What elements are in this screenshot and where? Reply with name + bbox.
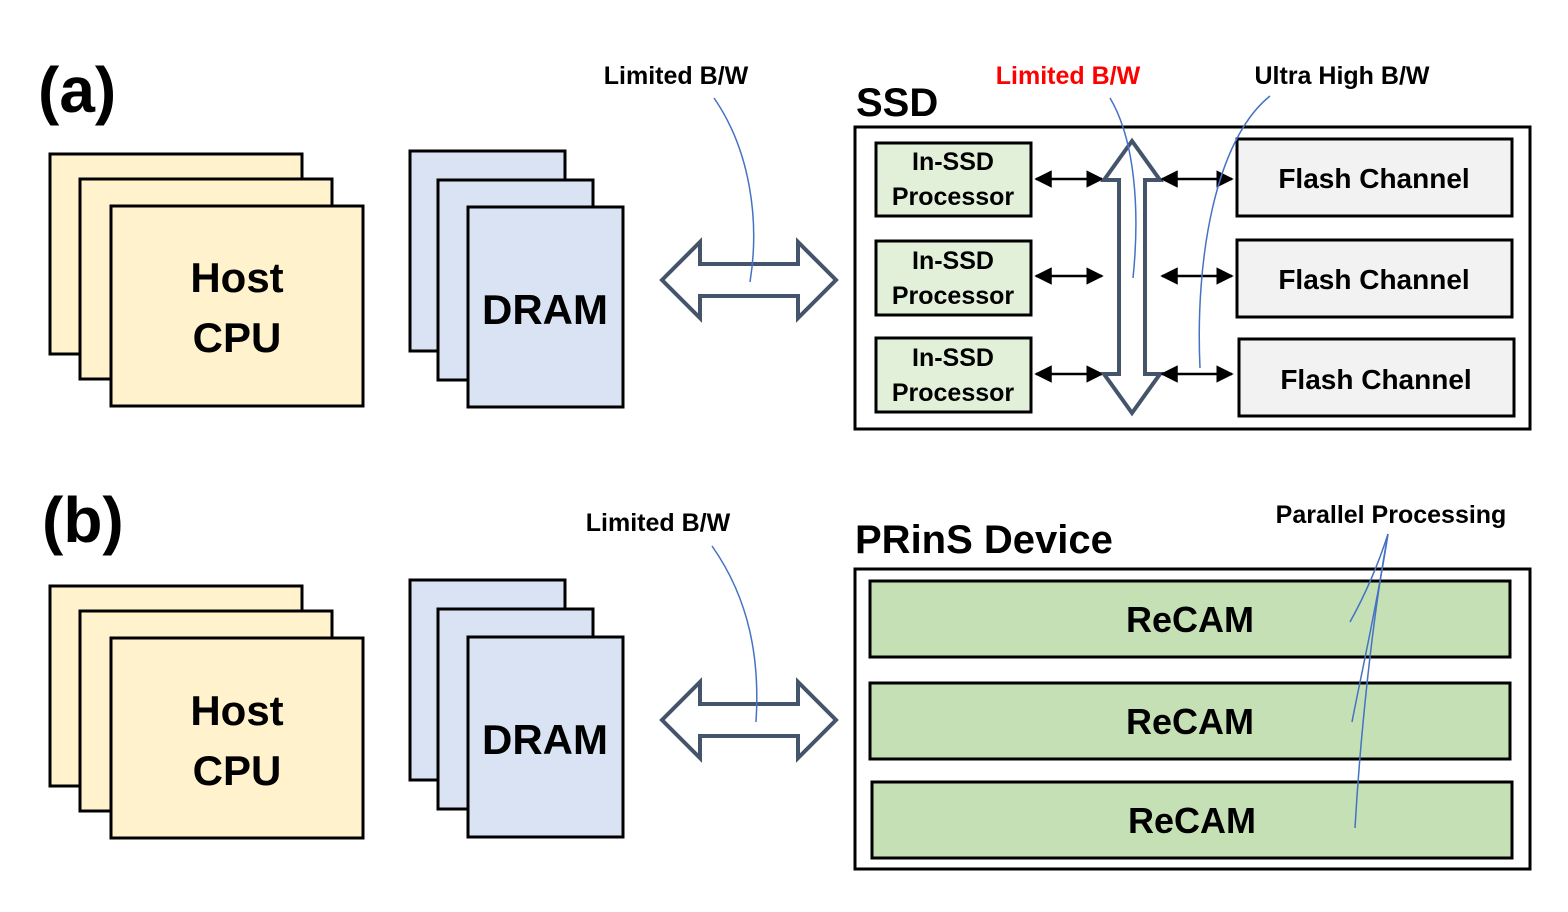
in-ssd-processor-label-line2: Processor <box>892 379 1015 407</box>
recam-label: ReCAM <box>1126 701 1254 742</box>
parallel-processing-callout <box>1349 533 1389 623</box>
in-ssd-processor-label-line1: In-SSD <box>912 344 994 372</box>
flash-channel: Flash Channel <box>1235 137 1514 218</box>
recam-box <box>868 579 1512 659</box>
dram-label: DRAM <box>482 286 608 333</box>
dram-label: DRAM <box>482 716 608 763</box>
flash-channel-box <box>1235 238 1514 319</box>
flash-channel-label: Flash Channel <box>1278 163 1469 194</box>
host-ssd-link-label: Limited B/W <box>604 62 749 90</box>
recam-box <box>868 681 1512 761</box>
host-ssd-link-callout <box>713 97 755 283</box>
in-ssd-processor-box <box>874 141 1033 218</box>
recam-box <box>870 780 1514 860</box>
in-ssd-processor: In-SSD Processor <box>874 239 1033 317</box>
host-cpu-layer-front <box>109 204 365 408</box>
dram-layer-front <box>466 205 625 409</box>
flash-channel-label: Flash Channel <box>1280 364 1471 395</box>
host-cpu-label-line1: Host <box>190 254 283 301</box>
panel-b: (b) Host CPU DRAM Limited B/W PRinS Devi… <box>42 484 1532 871</box>
in-ssd-processor: In-SSD Processor <box>874 141 1033 218</box>
host-ssd-link-arrow <box>659 237 839 323</box>
recam-array: ReCAM <box>868 681 1512 761</box>
flash-channel: Flash Channel <box>1235 238 1514 319</box>
internal-bus-callout <box>1109 97 1137 279</box>
recam-label: ReCAM <box>1128 800 1256 841</box>
flash-channel: Flash Channel <box>1237 337 1516 418</box>
host-device-link-arrow <box>659 677 839 763</box>
ssd-internal-bus-label: Limited B/W <box>996 62 1141 90</box>
panel-a: (a) Host CPU DRAM Limited B/W SSD Limite… <box>38 54 1532 431</box>
dram-stack: DRAM <box>408 149 625 409</box>
ssd-internal-bus-arrow <box>1100 137 1164 417</box>
flash-bandwidth-label: Ultra High B/W <box>1255 62 1430 90</box>
recam-array: ReCAM <box>870 780 1514 860</box>
in-ssd-processor-box <box>874 336 1033 414</box>
host-device-link-label: Limited B/W <box>586 509 731 537</box>
dram-stack: DRAM <box>408 578 625 839</box>
flash-bandwidth-callout <box>1198 95 1271 369</box>
host-device-link-callout <box>711 545 758 723</box>
ssd-title: SSD <box>856 81 938 125</box>
in-ssd-processor-label-line1: In-SSD <box>912 247 994 275</box>
flash-channel-box <box>1235 137 1514 218</box>
host-cpu-label-line1: Host <box>190 687 283 734</box>
host-cpu-label-line2: CPU <box>193 314 282 361</box>
in-ssd-processor-label-line2: Processor <box>892 183 1015 211</box>
host-cpu-label-line2: CPU <box>193 747 282 794</box>
in-ssd-processor-label-line2: Processor <box>892 282 1015 310</box>
parallel-processing-callout <box>1354 533 1389 829</box>
host-cpu-stack: Host CPU <box>48 584 365 840</box>
in-ssd-processor: In-SSD Processor <box>874 336 1033 414</box>
flash-channel-box <box>1237 337 1516 418</box>
recam-array: ReCAM <box>868 579 1512 659</box>
panel-b-label: (b) <box>42 484 124 556</box>
prins-device-title: PRinS Device <box>855 518 1113 562</box>
in-ssd-processor-label-line1: In-SSD <box>912 148 994 176</box>
in-ssd-processor-box <box>874 239 1033 317</box>
dram-layer-front <box>466 635 625 839</box>
panel-a-label: (a) <box>38 54 116 126</box>
recam-label: ReCAM <box>1126 599 1254 640</box>
parallel-processing-label: Parallel Processing <box>1276 501 1507 529</box>
host-cpu-stack: Host CPU <box>48 152 365 408</box>
host-cpu-layer-front <box>109 636 365 840</box>
flash-channel-label: Flash Channel <box>1278 264 1469 295</box>
